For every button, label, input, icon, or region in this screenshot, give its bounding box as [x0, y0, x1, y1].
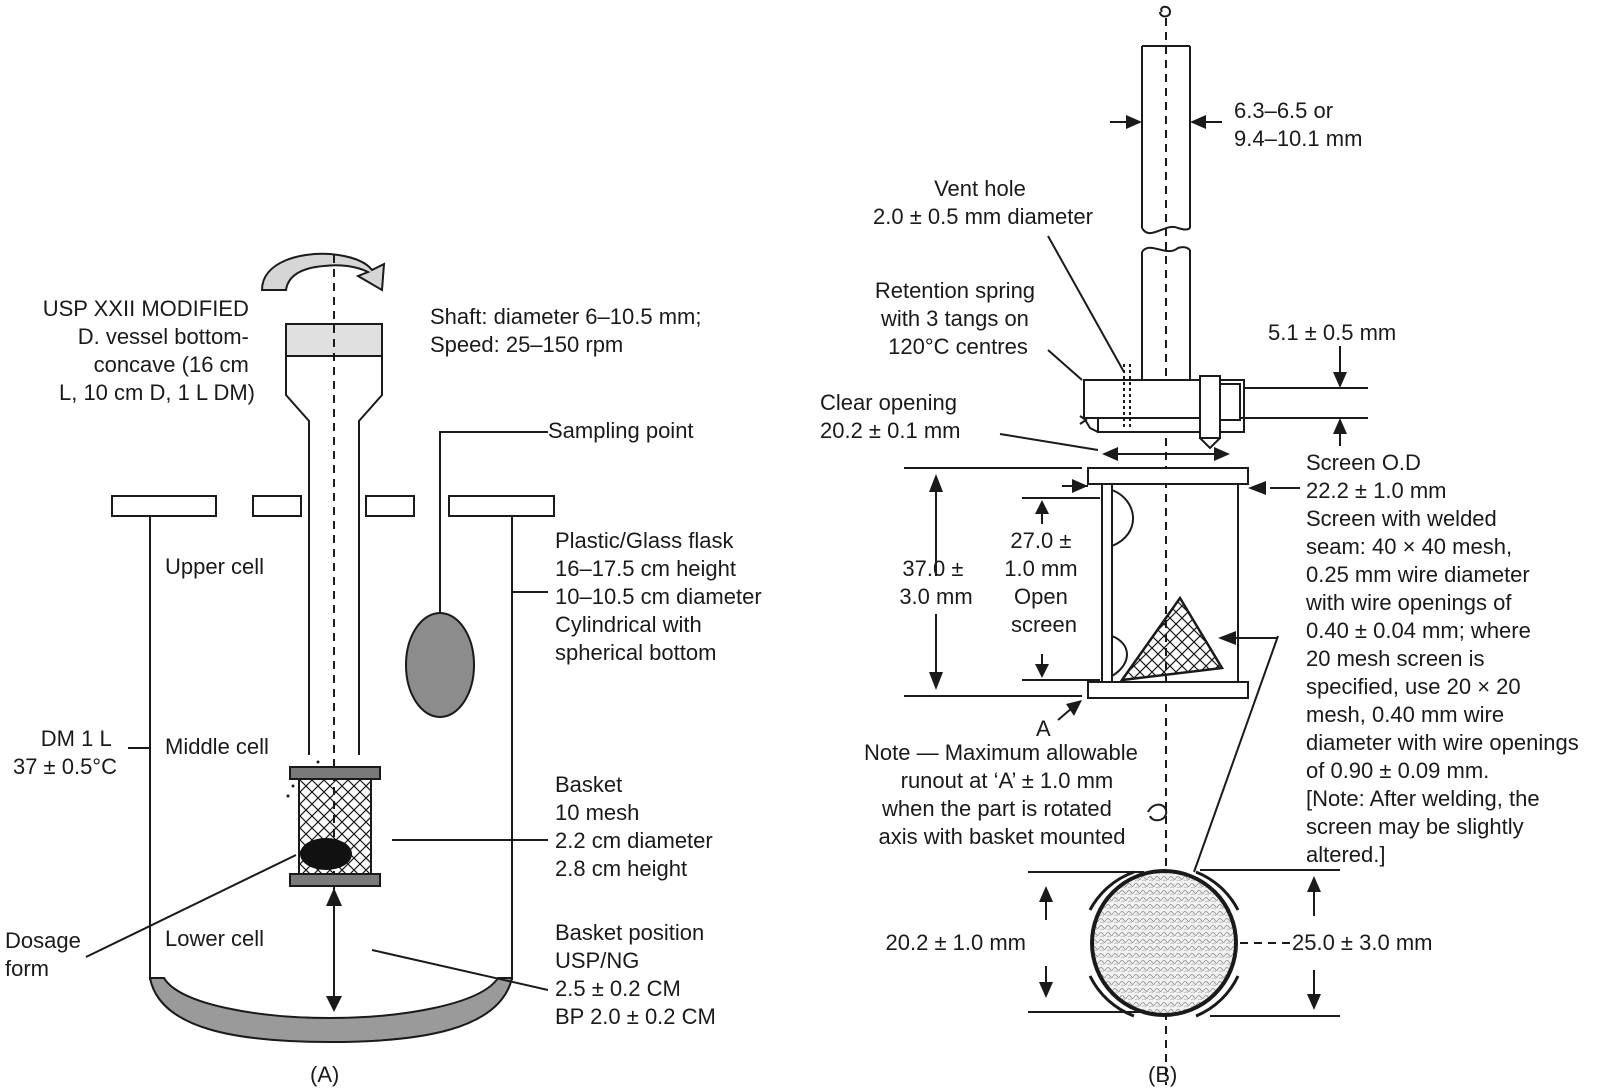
shaft-label: Shaft: diameter 6–10.5 mm; Speed: 25–150…	[430, 304, 708, 357]
retention-spring-label: Retention spring with 3 tangs on 120°C c…	[875, 278, 1041, 359]
shaft-diameter-label: 6.3–6.5 or 9.4–10.1 mm	[1234, 98, 1362, 151]
sampling-probe	[405, 431, 548, 718]
dim-37-label: 37.0 ± 3.0 mm	[899, 556, 972, 609]
rotation-small-icon	[1147, 803, 1168, 822]
dm-label: DM 1 L 37 ± 0.5°C	[13, 726, 117, 779]
shaft-upper	[1141, 45, 1191, 235]
flask-label: Plastic/Glass flask 16–17.5 cm height 10…	[555, 528, 768, 665]
basket-position-label: Basket position USP/NG 2.5 ± 0.2 CM BP 2…	[555, 920, 716, 1029]
panel-a-caption: (A)	[310, 1062, 339, 1087]
rotation-arrow-icon	[260, 252, 386, 292]
dosage-form-label: Dosage form	[5, 928, 87, 981]
flask-lid	[111, 495, 555, 517]
basket-label: Basket 10 mesh 2.2 cm diameter 2.8 cm he…	[555, 772, 719, 881]
screen-od-label: Screen O.D 22.2 ± 1.0 mm	[1306, 450, 1446, 503]
dosage-form-tablet	[300, 838, 352, 870]
middle-cell-label: Middle cell	[165, 734, 269, 759]
point-a-label: A	[1036, 716, 1051, 741]
dim-25-label: 25.0 ± 3.0 mm	[1292, 930, 1432, 955]
rotation-symbol-icon	[1159, 5, 1172, 18]
panel-b-caption: (B)	[1148, 1062, 1177, 1087]
basket-hub	[1079, 364, 1245, 450]
runout-note: Note — Maximum allowable runout at ‘A’ ±…	[864, 740, 1144, 849]
sampling-point-label: Sampling point	[548, 418, 694, 443]
open-screen-label: 27.0 ± 1.0 mm Open screen	[1004, 528, 1083, 637]
screen-spec-label: Screen with welded seam: 40 × 40 mesh, 0…	[1305, 506, 1585, 867]
shaft-lower	[1141, 246, 1191, 380]
dim-5-1-label: 5.1 ± 0.5 mm	[1268, 320, 1396, 345]
basket	[286, 760, 381, 887]
mesh-patch	[1119, 595, 1225, 682]
basket-cylinder	[1087, 467, 1249, 699]
mesh-screen-circle	[1088, 869, 1240, 1018]
vessel-title: USP XXII MODIFIED D. vessel bottom- conc…	[43, 296, 255, 405]
clear-opening-label: Clear opening 20.2 ± 0.1 mm	[820, 390, 963, 443]
panel-b: 6.3–6.5 or 9.4–10.1 mm Vent hole 2.0 ± 0…	[820, 5, 1585, 1087]
panel-a: USP XXII MODIFIED D. vessel bottom- conc…	[5, 252, 768, 1087]
dim-20-2-label: 20.2 ± 1.0 mm	[886, 930, 1026, 955]
lower-cell-label: Lower cell	[165, 926, 264, 951]
flask-body	[148, 516, 514, 1044]
upper-cell-label: Upper cell	[165, 554, 264, 579]
vent-hole-label: Vent hole 2.0 ± 0.5 mm diameter	[873, 176, 1093, 229]
